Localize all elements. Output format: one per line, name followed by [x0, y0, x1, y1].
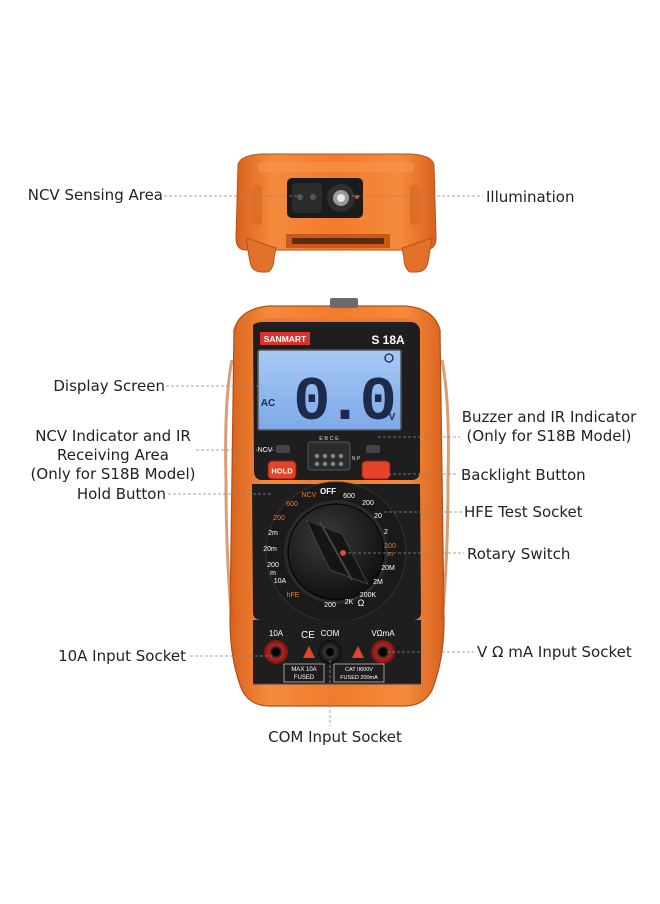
top-port — [330, 298, 358, 308]
label-ncv-sensing-area: NCV Sensing Area — [27, 186, 163, 204]
ce-mark: CE — [301, 630, 315, 641]
label-hfe-test-socket: HFE Test Socket — [464, 503, 583, 521]
top-view-leg-left — [245, 237, 277, 273]
rotary-switch[interactable] — [287, 503, 385, 601]
warning-triangle-right — [352, 646, 364, 658]
top-view — [235, 153, 437, 273]
dial-off: OFF — [320, 487, 336, 496]
hfe-test-socket[interactable] — [307, 441, 351, 471]
warning-triangle-left — [303, 646, 315, 658]
lcd-ac: AC — [261, 398, 275, 409]
brand-text: SANMART — [264, 334, 307, 344]
top-view-leg-right — [401, 237, 433, 273]
dial-m200a: 200 — [384, 543, 396, 550]
socket-10a-label: 10A — [269, 629, 284, 638]
fused-right-2: FUSED 200mA — [340, 675, 378, 681]
socket-com-label: COM — [321, 629, 340, 638]
label-ncv-indicator-line2: Receiving Area — [57, 446, 169, 464]
dial-hfe: hFE — [287, 592, 300, 599]
label-ncv-indicator: NCV Indicator and IR Receiving Area (Onl… — [30, 427, 196, 484]
hold-button[interactable] — [267, 460, 297, 480]
label-10a-input-socket: 10A Input Socket — [58, 647, 186, 665]
model-text: S 18A — [371, 333, 405, 347]
ir-indicator-led — [366, 445, 380, 453]
front-view — [224, 298, 450, 707]
hfe-pins: E B C E — [319, 436, 339, 442]
label-buzzer-ir: Buzzer and IR Indicator (Only for S18B M… — [454, 408, 644, 446]
label-vma-input-socket: V Ω mA Input Socket — [477, 643, 632, 661]
dial-v200b: 200 — [273, 515, 285, 522]
dial-m200b: m — [387, 551, 393, 558]
label-display-screen: Display Screen — [53, 377, 165, 395]
fused-right-1: CAT II600V — [345, 667, 373, 673]
dial-ncv: NCV — [302, 492, 317, 499]
dial-r200k: 200K — [360, 592, 377, 599]
label-backlight-button: Backlight Button — [461, 466, 586, 484]
leader-lines — [164, 195, 483, 726]
ncv-indicator-led — [276, 445, 290, 453]
label-com-input-socket: COM Input Socket — [268, 728, 402, 746]
dial-v2: 2 — [384, 529, 388, 536]
dial-r200: 200 — [324, 602, 336, 609]
fused-left-1: MAX 10A — [291, 667, 316, 673]
dial-omega: Ω — [358, 598, 365, 608]
label-ncv-indicator-line3: (Only for S18B Model) — [30, 465, 196, 483]
backlight-button[interactable] — [361, 460, 391, 480]
dial-r2k: 2K — [345, 599, 354, 606]
dial-m20: 20m — [263, 546, 277, 553]
dial-m200c: 200 — [267, 562, 279, 569]
label-buzzer-ir-line2: (Only for S18B Model) — [466, 427, 632, 445]
label-rotary-switch: Rotary Switch — [467, 545, 571, 563]
dial-v600b: 600 — [286, 501, 298, 508]
lcd-display — [257, 349, 402, 431]
label-buzzer-ir-line1: Buzzer and IR Indicator — [461, 408, 637, 426]
dial-v20: 20 — [374, 513, 382, 520]
brand-badge — [260, 332, 310, 345]
socket-vma-label: VΩmA — [371, 629, 395, 638]
dial-v200a: 200 — [362, 500, 374, 507]
device-text: SANMART S 18A 0.0 V AC NCV HOLD E B C E … — [258, 333, 405, 681]
lcd-reading: 0.0 — [293, 367, 393, 438]
lcd-unit-v: V — [389, 412, 396, 423]
dial-v600: 600 — [343, 493, 355, 500]
ncv-tag: NCV — [258, 447, 273, 454]
dial-r2m: 2M — [373, 579, 383, 586]
dial-m2: 2m — [268, 530, 278, 537]
label-hold-button: Hold Button — [76, 485, 166, 503]
label-ncv-indicator-line1: NCV Indicator and IR — [35, 427, 191, 445]
dial-r20m: 20M — [381, 565, 395, 572]
hold-label: HOLD — [271, 467, 293, 476]
dial-a10: 10A — [274, 578, 287, 585]
hfe-np: N P — [352, 456, 361, 462]
label-illumination: Illumination — [486, 188, 575, 206]
dial-m200d: m — [270, 570, 276, 577]
fused-left-2: FUSED — [294, 675, 315, 681]
